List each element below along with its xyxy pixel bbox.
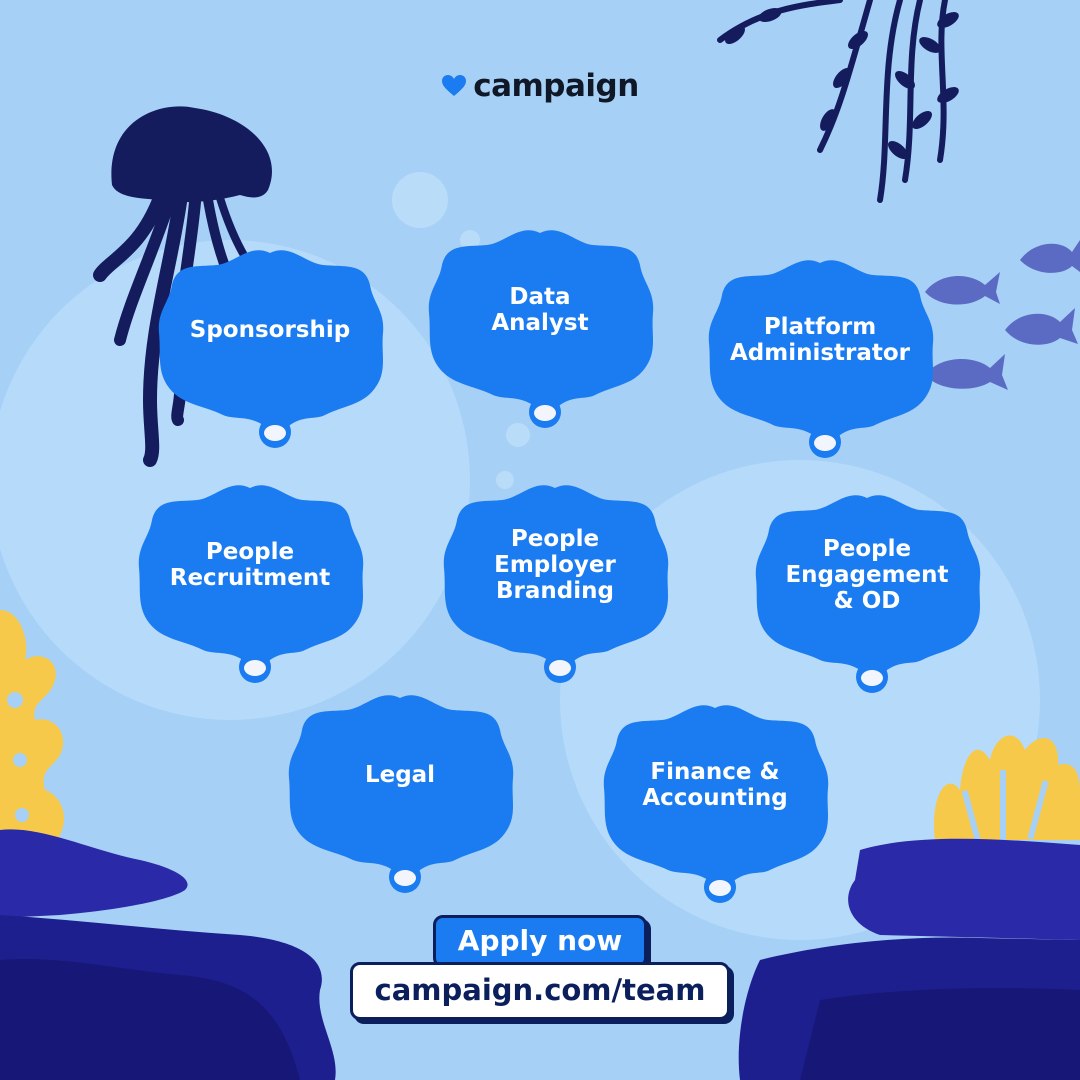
pearl-icon <box>394 870 416 886</box>
role-label: Finance & Accounting <box>642 759 788 811</box>
bubble <box>392 172 448 228</box>
role-shell-card[interactable]: Sponsorship <box>155 245 385 455</box>
shell-icon <box>603 705 829 903</box>
fish-school-icon <box>925 240 1080 390</box>
rock-right <box>738 838 1080 1080</box>
role-label: Data Analyst <box>491 284 589 336</box>
shell-icon <box>288 695 514 893</box>
shell-icon <box>755 495 981 693</box>
role-shell-card[interactable]: People Recruitment <box>135 480 365 690</box>
brand-header: campaign <box>0 68 1080 104</box>
pearl-icon <box>549 660 571 676</box>
bubble <box>460 230 480 250</box>
bubble <box>506 423 530 447</box>
role-shell-card[interactable]: Data Analyst <box>425 225 655 435</box>
pearl-icon <box>244 660 266 676</box>
rock-left <box>0 829 336 1080</box>
careers-url-link[interactable]: campaign.com/team <box>349 962 731 1020</box>
url-cta: campaign.com/team <box>0 962 1080 1020</box>
role-label: People Engagement & OD <box>785 536 949 614</box>
role-label: Platform Administrator <box>729 314 911 366</box>
role-label: People Recruitment <box>169 539 331 591</box>
role-shell-card[interactable]: Finance & Accounting <box>600 700 830 910</box>
shell-icon <box>708 260 934 458</box>
coral-left-icon <box>0 610 65 859</box>
apply-cta: Apply now <box>0 915 1080 968</box>
shell-icon <box>138 485 364 683</box>
role-label: Sponsorship <box>189 317 351 343</box>
shell-icon <box>428 230 654 428</box>
role-label: Legal <box>364 762 436 788</box>
bubble <box>496 471 514 489</box>
seaweed-leaves <box>725 8 959 159</box>
shell-icon <box>158 250 384 448</box>
shell-icon <box>443 485 669 683</box>
role-shell-card[interactable]: People Engagement & OD <box>752 490 982 700</box>
role-shell-card[interactable]: Platform Administrator <box>705 255 935 465</box>
role-shell-card[interactable]: People Employer Branding <box>440 480 670 690</box>
pearl-icon <box>861 670 883 686</box>
pearl-icon <box>264 425 286 441</box>
role-label: People Employer Branding <box>494 526 616 604</box>
heart-icon <box>442 75 467 96</box>
pearl-icon <box>534 405 556 421</box>
pearl-icon <box>814 435 836 451</box>
apply-now-button[interactable]: Apply now <box>432 915 648 968</box>
pearl-icon <box>709 880 731 896</box>
brand-name: campaign <box>473 68 639 104</box>
role-shell-card[interactable]: Legal <box>285 690 515 900</box>
